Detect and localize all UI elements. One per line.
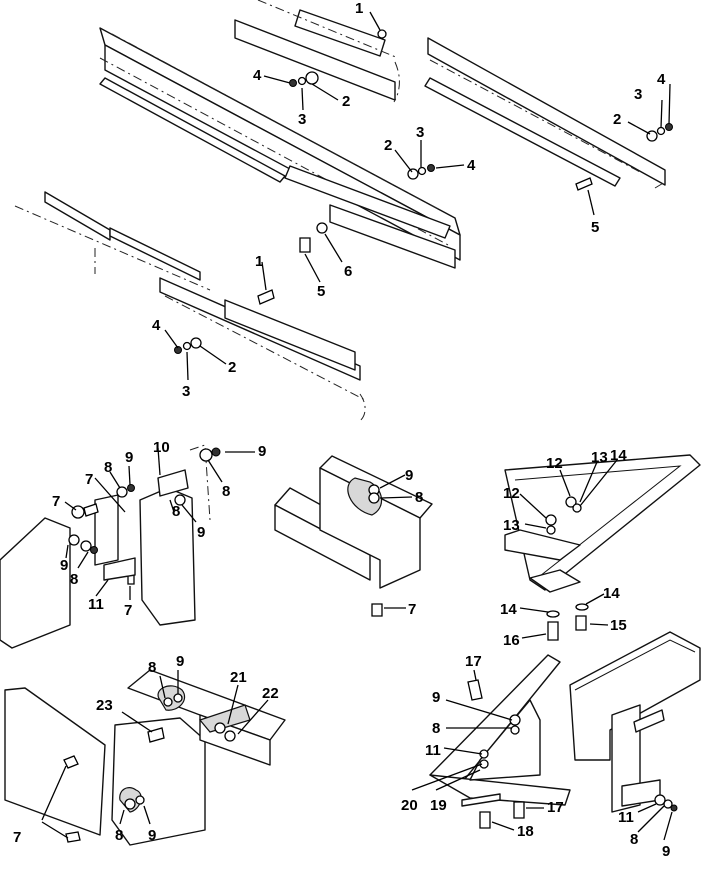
callout-8: 8 [70, 571, 78, 588]
callout-9: 9 [176, 653, 184, 670]
callout-11: 11 [88, 596, 104, 613]
callout-8: 8 [222, 483, 230, 500]
callout-7: 7 [13, 829, 21, 846]
callout-9: 9 [148, 827, 156, 844]
callout-16: 16 [503, 632, 520, 649]
callout-20: 20 [401, 797, 418, 814]
callout-3: 3 [298, 111, 306, 128]
callout-9: 9 [258, 443, 266, 460]
callout-8: 8 [415, 489, 423, 506]
callout-9: 9 [432, 689, 440, 706]
callout-17: 17 [547, 799, 564, 816]
callout-4: 4 [253, 67, 262, 84]
bolt-1a [377, 29, 387, 39]
callout-15: 15 [610, 617, 627, 634]
callout-22: 22 [262, 685, 279, 702]
callout-5: 5 [591, 219, 599, 236]
callout-14: 14 [603, 585, 620, 602]
callout-7: 7 [85, 471, 93, 488]
callout-9: 9 [60, 557, 68, 574]
callout-3: 3 [634, 86, 642, 103]
middle-center-channel-assembly [274, 455, 433, 617]
callout-18: 18 [517, 823, 534, 840]
nut-4a [289, 79, 297, 87]
bottom-right-brace-assembly [429, 631, 701, 829]
callout-8: 8 [115, 827, 123, 844]
top-hardware [174, 29, 673, 354]
callout-9: 9 [197, 524, 205, 541]
callout-12: 12 [546, 455, 563, 472]
callout-19: 19 [430, 797, 447, 814]
callout-5: 5 [317, 283, 325, 300]
callout-13: 13 [591, 449, 608, 466]
callout-8: 8 [148, 659, 156, 676]
bottom-left-guard-assembly [4, 669, 286, 846]
callout-9: 9 [405, 467, 413, 484]
callout-2: 2 [228, 359, 236, 376]
callout-3: 3 [182, 383, 190, 400]
callout-2: 2 [384, 137, 392, 154]
callout-8: 8 [104, 459, 112, 476]
callout-10: 10 [153, 439, 170, 456]
callout-21: 21 [230, 669, 247, 686]
callout-1: 1 [255, 253, 263, 270]
callout-4: 4 [467, 157, 476, 174]
callout-17: 17 [465, 653, 482, 670]
callout-11: 11 [618, 809, 634, 826]
callout-7: 7 [52, 493, 60, 510]
callout-8: 8 [432, 720, 440, 737]
callout-9: 9 [662, 843, 670, 860]
callout-7: 7 [408, 601, 416, 618]
callout-3: 3 [416, 124, 424, 141]
washer-2a [305, 71, 319, 85]
callout-12: 12 [503, 485, 520, 502]
top-rail-assembly [14, 0, 666, 423]
callout-14: 14 [610, 447, 627, 464]
callout-8: 8 [172, 503, 180, 520]
callout-1: 1 [355, 0, 363, 17]
callout-13: 13 [503, 517, 520, 534]
middle-right-gusset-assembly [504, 454, 701, 641]
callout-2: 2 [342, 93, 350, 110]
callout-11: 11 [425, 742, 441, 759]
middle-left-bracket-assembly [0, 444, 221, 649]
callout-8: 8 [630, 831, 638, 848]
callout-4: 4 [657, 71, 666, 88]
callout-23: 23 [96, 697, 113, 714]
callout-4: 4 [152, 317, 161, 334]
callout-9: 9 [125, 449, 133, 466]
lockwasher-3a [297, 76, 307, 86]
callout-14: 14 [500, 601, 517, 618]
callout-6: 6 [344, 263, 352, 280]
callout-7: 7 [124, 602, 132, 619]
callout-2: 2 [613, 111, 621, 128]
